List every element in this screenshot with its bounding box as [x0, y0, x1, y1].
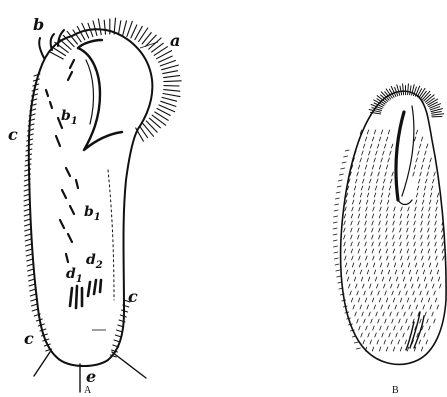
panel-b-body-outline: [341, 91, 446, 364]
label-d1: d1: [66, 266, 83, 285]
label-d2: d2: [86, 252, 103, 271]
panel-a-groove: [108, 170, 114, 300]
panel-a-caption: A: [84, 385, 92, 396]
panel-b-surface-cilia: [344, 130, 445, 351]
panel-a-drawing: [24, 18, 181, 392]
label-e: e: [86, 367, 96, 386]
label-a: a: [170, 31, 180, 50]
label-c-left: c: [8, 125, 18, 144]
panel-b-peristome: [396, 112, 404, 200]
panel-a-ventral-cirri: [46, 60, 78, 262]
panel-a-frontal-cirri: [39, 30, 64, 58]
panel-a-peristome-inner: [86, 60, 93, 124]
panel-b-caption: B: [392, 385, 399, 396]
label-b: b: [33, 15, 44, 34]
label-c-bottom: c: [24, 329, 34, 348]
label-c-right: c: [128, 287, 138, 306]
label-b1-upper: b1: [61, 108, 78, 127]
panel-b-contractile-vacuole: [406, 312, 424, 350]
panel-a-anal-cirri: [70, 280, 101, 308]
panel-b-drawing: [333, 84, 446, 364]
label-b1-lower: b1: [84, 204, 101, 223]
panel-a-peristome: [78, 40, 122, 150]
panel-b-adoral-fringe: [369, 84, 444, 117]
panel-a-body-outline: [29, 29, 153, 366]
